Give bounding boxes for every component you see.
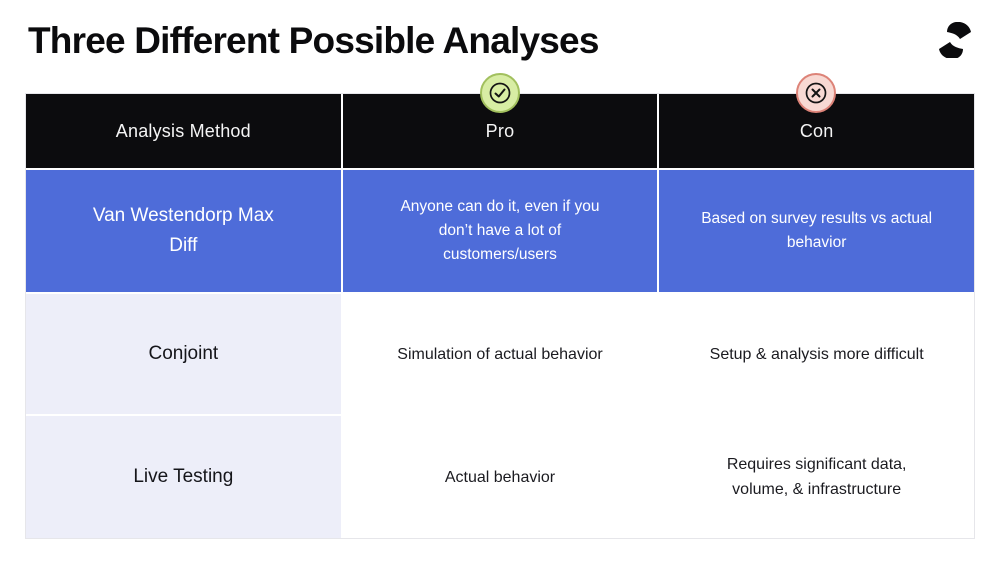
- check-circle-icon: [480, 73, 520, 113]
- con-text: Requires significant data, volume, & inf…: [726, 456, 907, 498]
- con-cell: Requires significant data, volume, & inf…: [659, 416, 974, 538]
- reforge-logo-icon: [939, 22, 971, 58]
- con-text: Based on survey results vs actual behavi…: [701, 210, 933, 251]
- method-cell: Van Westendorp Max Diff: [26, 170, 341, 292]
- column-header-analysis-method: Analysis Method: [26, 94, 341, 168]
- method-cell: Conjoint: [26, 294, 341, 414]
- column-header-label: Con: [799, 120, 834, 141]
- comparison-table: Analysis Method Pro Con Van Westendorp M…: [25, 73, 975, 539]
- pro-text: Anyone can do it, even if you don’t have…: [400, 198, 600, 263]
- method-label: Conjoint: [148, 343, 219, 364]
- x-circle-icon: [796, 73, 836, 113]
- table-grid: Analysis Method Pro Con Van Westendorp M…: [25, 93, 975, 539]
- con-cell: Setup & analysis more difficult: [659, 294, 974, 414]
- method-label: Van Westendorp Max Diff: [92, 205, 274, 256]
- pro-text: Actual behavior: [444, 468, 556, 486]
- method-cell: Live Testing: [26, 416, 341, 538]
- pro-cell: Anyone can do it, even if you don’t have…: [342, 170, 658, 292]
- column-header-label: Pro: [485, 120, 515, 141]
- con-text: Setup & analysis more difficult: [709, 345, 924, 363]
- pro-cell: Actual behavior: [342, 416, 658, 538]
- page-title: Three Different Possible Analyses: [28, 20, 599, 61]
- pro-cell: Simulation of actual behavior: [342, 294, 658, 414]
- method-label: Live Testing: [133, 466, 234, 487]
- con-cell: Based on survey results vs actual behavi…: [659, 170, 974, 292]
- column-header-label: Analysis Method: [115, 120, 251, 141]
- pro-text: Simulation of actual behavior: [397, 345, 603, 363]
